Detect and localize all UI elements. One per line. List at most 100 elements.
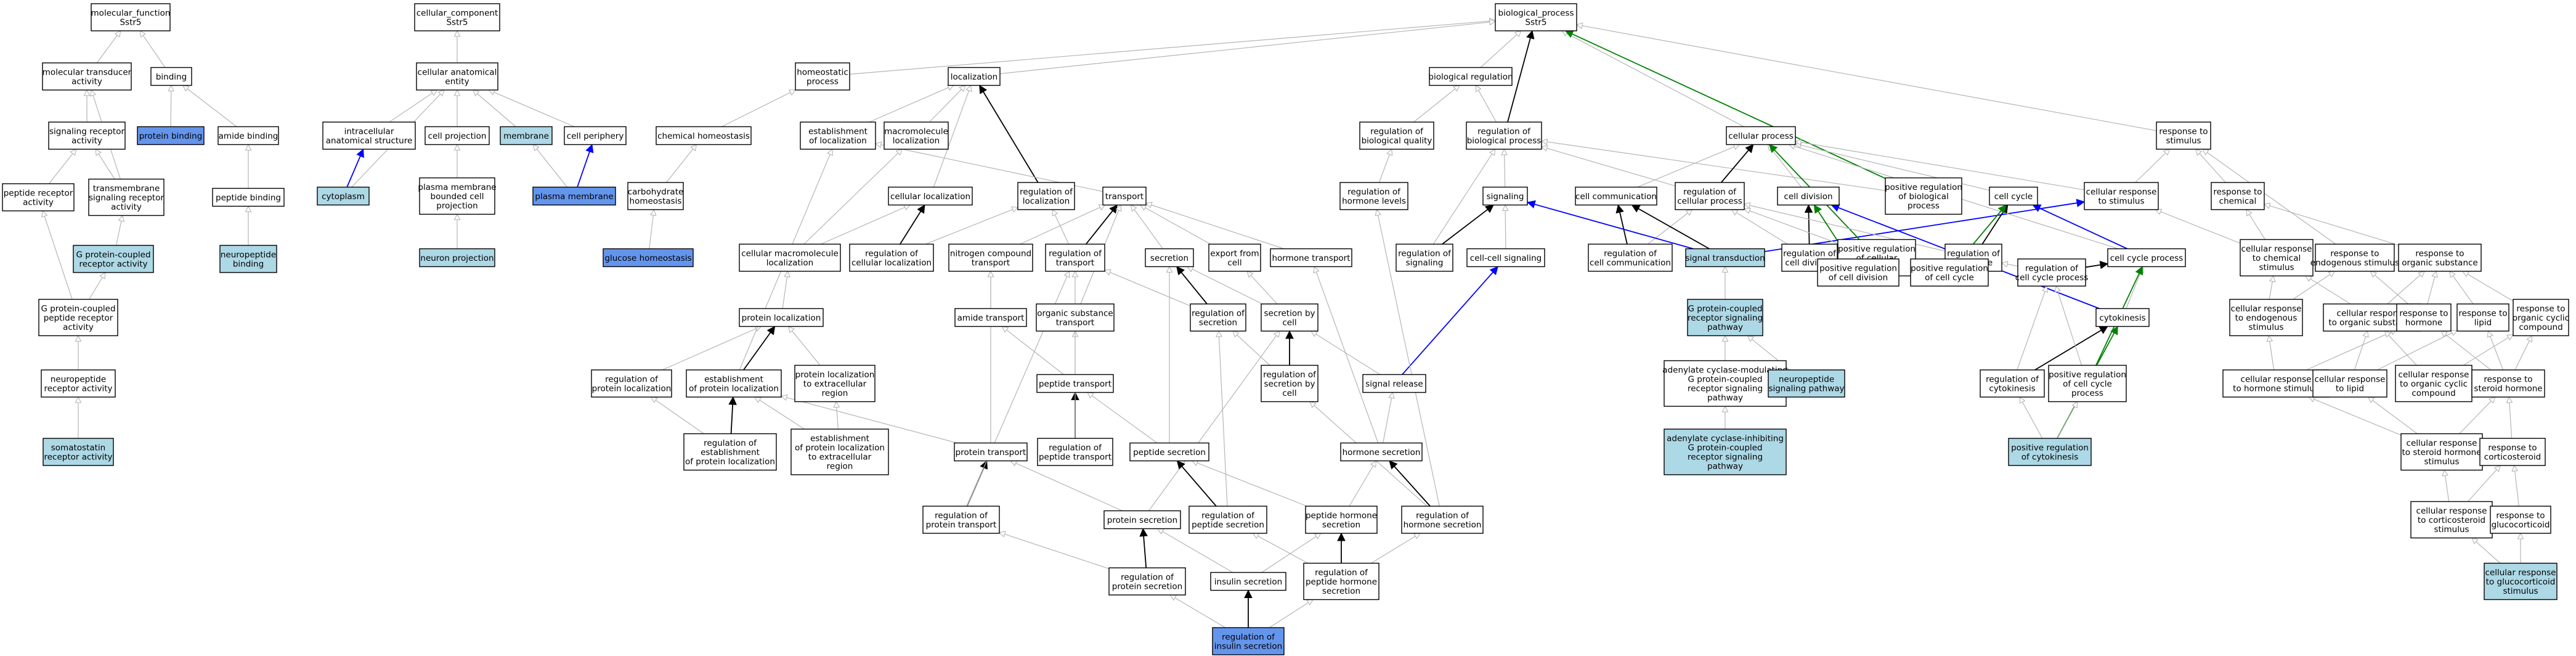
term-box[interactable] bbox=[849, 244, 934, 272]
term-box[interactable] bbox=[1212, 627, 1285, 655]
term-node-ccproc[interactable]: cell cycle process bbox=[2107, 248, 2186, 268]
term-node-transport[interactable]: transport bbox=[1102, 186, 1147, 206]
term-box[interactable] bbox=[212, 187, 285, 207]
term-box[interactable] bbox=[1817, 258, 1899, 287]
term-node-protloc[interactable]: protein localization bbox=[739, 308, 824, 327]
term-box[interactable] bbox=[317, 186, 370, 206]
term-box[interactable] bbox=[1687, 298, 1763, 337]
term-box[interactable] bbox=[1188, 506, 1267, 534]
term-node-inssec[interactable]: insulin secretion bbox=[1210, 572, 1286, 591]
term-node-sigtrans[interactable]: signal transduction bbox=[1685, 248, 1765, 268]
term-node-sigrel[interactable]: signal release bbox=[1362, 374, 1426, 393]
term-box[interactable] bbox=[1102, 186, 1147, 206]
term-node-cellcycle[interactable]: cell cycle bbox=[1989, 186, 2038, 206]
term-box[interactable] bbox=[42, 62, 132, 91]
term-box[interactable] bbox=[419, 248, 495, 268]
term-box[interactable] bbox=[88, 178, 165, 216]
term-node-ccsig[interactable]: cell-cell signaling bbox=[1466, 248, 1545, 268]
term-box[interactable] bbox=[2410, 501, 2493, 539]
term-box[interactable] bbox=[2400, 433, 2483, 471]
term-box[interactable] bbox=[922, 506, 1000, 534]
term-box[interactable] bbox=[1495, 3, 1577, 31]
term-box[interactable] bbox=[1466, 121, 1542, 150]
term-box[interactable] bbox=[656, 126, 752, 146]
term-node-amb[interactable]: amide binding bbox=[217, 126, 279, 146]
term-box[interactable] bbox=[38, 298, 118, 337]
term-box[interactable] bbox=[2240, 239, 2314, 277]
term-box[interactable] bbox=[2315, 244, 2395, 272]
term-box[interactable] bbox=[1036, 374, 1114, 393]
term-box[interactable] bbox=[41, 369, 116, 398]
term-box[interactable] bbox=[2107, 248, 2186, 268]
term-box[interactable] bbox=[1208, 244, 1261, 272]
term-node-membrane[interactable]: membrane bbox=[500, 126, 553, 146]
term-box[interactable] bbox=[739, 244, 841, 272]
term-node-prottrans[interactable]: protein transport bbox=[954, 442, 1028, 462]
term-box[interactable] bbox=[322, 121, 416, 150]
term-node-chemhomeo[interactable]: chemical homeostasis bbox=[656, 126, 752, 146]
term-node-cperi[interactable]: cell periphery bbox=[564, 126, 627, 146]
term-box[interactable] bbox=[1466, 248, 1545, 268]
term-box[interactable] bbox=[2017, 258, 2086, 287]
term-box[interactable] bbox=[627, 182, 684, 210]
term-box[interactable] bbox=[73, 245, 154, 273]
term-box[interactable] bbox=[1989, 186, 2038, 206]
term-node-signaling[interactable]: signaling bbox=[1482, 186, 1528, 206]
term-box[interactable] bbox=[1270, 248, 1352, 268]
term-node-cellproc[interactable]: cellular process bbox=[1726, 126, 1796, 146]
term-box[interactable] bbox=[91, 3, 171, 31]
term-box[interactable] bbox=[954, 308, 1027, 327]
term-box[interactable] bbox=[2479, 438, 2546, 466]
term-box[interactable] bbox=[217, 126, 279, 146]
term-box[interactable] bbox=[739, 308, 824, 327]
term-box[interactable] bbox=[2, 183, 75, 211]
term-box[interactable] bbox=[2008, 438, 2092, 466]
term-box[interactable] bbox=[1726, 126, 1796, 146]
term-box[interactable] bbox=[1210, 572, 1286, 591]
term-box[interactable] bbox=[1685, 248, 1765, 268]
term-box[interactable] bbox=[2398, 244, 2482, 272]
term-box[interactable] bbox=[1036, 303, 1115, 332]
term-box[interactable] bbox=[1588, 244, 1673, 272]
term-box[interactable] bbox=[1396, 244, 1453, 272]
term-box[interactable] bbox=[795, 62, 850, 91]
term-node-cproj[interactable]: cell projection bbox=[425, 126, 490, 146]
term-node-secretion[interactable]: secretion bbox=[1145, 248, 1194, 268]
term-box[interactable] bbox=[1575, 186, 1657, 206]
term-box[interactable] bbox=[1108, 567, 1186, 596]
